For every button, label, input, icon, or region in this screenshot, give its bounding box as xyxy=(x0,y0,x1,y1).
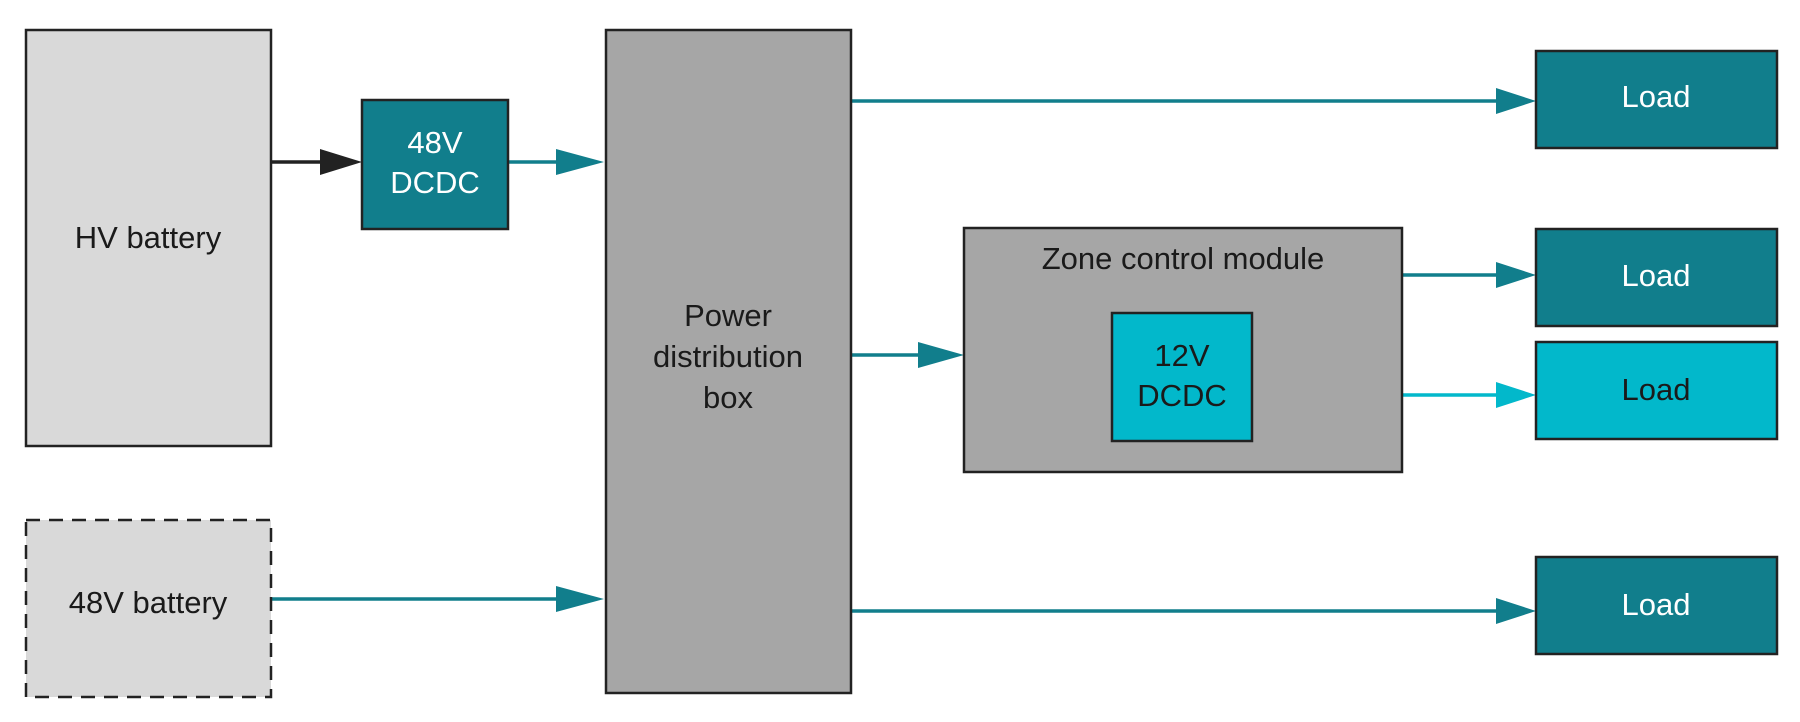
pdb-line3: box xyxy=(703,380,753,415)
48v-dcdc-node: 48V DCDC xyxy=(360,98,510,231)
zone-control-module-label: Zone control module xyxy=(1042,241,1325,276)
arrowhead-load-1 xyxy=(1496,88,1536,114)
arrowhead-zcm xyxy=(918,342,964,368)
load-2-label: Load xyxy=(1622,258,1691,293)
48v-battery-box xyxy=(24,518,273,699)
12v-dcdc-line1: 12V xyxy=(1154,338,1209,373)
load-3-label: Load xyxy=(1622,372,1691,407)
load-2-node: Load xyxy=(1534,227,1779,328)
load-2-box xyxy=(1534,227,1779,328)
arrowhead-load-4 xyxy=(1496,598,1536,624)
load-3-node: Load xyxy=(1534,340,1779,441)
48v-dcdc-line2: DCDC xyxy=(390,165,480,200)
48v-dcdc-line1: 48V xyxy=(407,125,462,160)
pdb-line1: Power xyxy=(684,298,772,333)
48v-battery-node: 48V battery xyxy=(24,518,273,699)
zone-control-module-node: Zone control module 12V DCDC xyxy=(962,226,1404,474)
arrowhead-pdb-top xyxy=(556,149,604,175)
connector-layer xyxy=(272,88,1536,624)
arrowhead-48v-dcdc xyxy=(320,149,362,175)
arrowhead-pdb-bottom xyxy=(556,586,604,612)
power-distribution-box xyxy=(604,28,853,695)
48v-dcdc-box xyxy=(360,98,510,231)
power-distribution-box-node: Power distribution box xyxy=(604,28,853,695)
load-3-box xyxy=(1534,340,1779,441)
load-4-box xyxy=(1534,555,1779,656)
12v-dcdc-box xyxy=(1110,311,1254,443)
48v-battery-label: 48V battery xyxy=(69,585,228,620)
load-4-label: Load xyxy=(1622,587,1691,622)
12v-dcdc-line2: DCDC xyxy=(1137,378,1227,413)
load-1-label: Load xyxy=(1622,79,1691,114)
pdb-line2: distribution xyxy=(653,339,803,374)
load-1-box xyxy=(1534,49,1779,150)
load-1-node: Load xyxy=(1534,49,1779,150)
hv-battery-label: HV battery xyxy=(75,220,222,255)
hv-battery-node: HV battery xyxy=(24,28,273,448)
load-4-node: Load xyxy=(1534,555,1779,656)
arrowhead-load-3 xyxy=(1496,382,1536,408)
arrowhead-load-2 xyxy=(1496,262,1536,288)
hv-battery-box xyxy=(24,28,273,448)
